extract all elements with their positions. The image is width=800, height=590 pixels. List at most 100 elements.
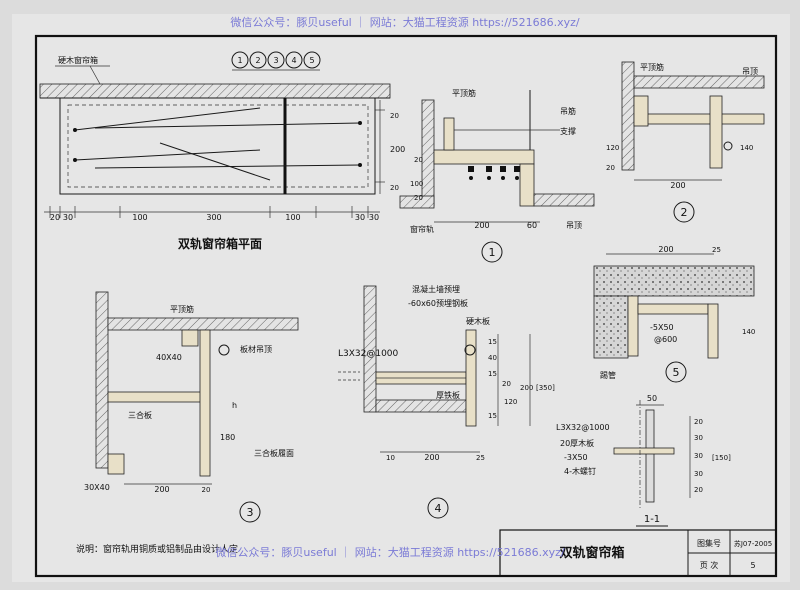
watermark-top: 微信公众号：豚贝useful ｜ 网站：大猫工程资源 https://52168… [230,15,580,29]
plan-ref-circle-4 [285,51,303,69]
d4-angle-label: L3X32@1000 [338,349,399,359]
s11-dim-1: 50 [647,394,657,403]
plan-dim-v-2: 200 [390,145,405,154]
d3-ceiling-label: 平顶筋 [170,304,194,314]
d4-dim-5: 40 [488,354,497,362]
d1-ceiling-label: 平顶筋 [452,88,476,98]
detail-4: 混凝土墙预埋 -60x60预埋钢板 L3X32@1000 硬木板 厚铁板 10 … [338,284,555,519]
plan-dim-h-5: 100 [285,213,300,222]
d4-number-circle [427,497,449,519]
plan-box-outline [59,97,376,195]
plan-ref-number-1: 1 [237,56,242,65]
d5-spacing-label: @600 [654,335,677,344]
title-block-title: 双轨窗帘箱 [559,545,624,561]
d5-dim-2: 25 [712,246,721,254]
d5-pipe-label: 踢管 [600,370,616,380]
d1-support-label: 支撑 [560,126,576,136]
page-value: 5 [750,561,755,570]
s11-dim-3: 30 [694,434,703,442]
paper [12,14,790,582]
d4-dim-1: 10 [386,454,395,462]
drawing-frame [34,34,778,578]
d3-number-circle [239,501,261,523]
d2-suspended-label: 吊顶 [742,67,758,76]
d5-dim-1: 200 [658,245,673,254]
plan-ceiling-hatch [39,83,391,99]
plan-ref-circle-2 [249,51,267,69]
d4-hardwood-label: 硬木板 [466,316,490,326]
d4-dim-11: 15 [488,412,497,420]
s11-number: 1-1 [644,514,660,525]
s11-angle-label: L3X32@1000 [556,423,610,432]
s11-dim-5: 30 [694,470,703,478]
d2-ceiling-label: 平顶筋 [640,62,664,72]
d1-number-circle [481,241,503,263]
d3-board-top-label: 板材吊顶 [240,344,272,354]
d2-dim-2: 120 [606,144,619,152]
plan-dim-v-3: 20 [390,184,399,192]
d1-dim-3: 20 [414,156,423,164]
atlas-value: 苏J07-2005 [734,539,772,548]
d4-dim-3: 25 [476,454,485,462]
plan-ref-circle-1 [231,51,249,69]
plan-dim-h-1: 20 [50,213,60,222]
s11-dim-2: 20 [694,418,703,426]
s11-flat-label: -3X50 [564,453,588,462]
plan-ref-number-2: 2 [255,56,260,65]
d5-dim-3: 140 [742,328,755,336]
s11-board-label: 20厚木板 [560,438,594,448]
d4-thick-board-label: 厚铁板 [436,390,460,400]
s11-dim-4: 30 [694,452,703,460]
d4-dim-2: 200 [424,453,439,462]
d3-corner-label: 30X40 [84,483,110,492]
d3-batten-label: 40X40 [156,353,182,362]
plan-box-label: 硬木窗帘箱 [58,55,98,65]
plan-view: 硬木窗帘箱 1 2 3 4 5 20 30 100 300 100 30 30 [39,51,405,251]
plan-dim-h-2: 30 [63,213,73,222]
design-note: 说明：窗帘轨用铜质或铝制品由设计人定 [76,543,238,555]
d4-number: 4 [435,502,442,515]
d5-number-circle [665,361,687,383]
page-label: 页 次 [700,560,719,570]
d4-dim-6: 15 [488,370,497,378]
d4-dim-7: 20 [502,380,511,388]
d3-dim-3: 180 [220,433,235,442]
detail-3: 平顶筋 40X40 板材吊顶 三合板 三合板履面 30X40 200 20 18… [84,291,299,523]
d4-dim-9: 200 [520,384,533,392]
d3-plywood-label: 三合板 [128,410,152,420]
detail-5: 200 25 140 -5X50 @600 踢管 5 [593,245,755,383]
d3-plywood-face-label: 三合板履面 [254,448,294,458]
atlas-label: 图集号 [697,538,721,548]
d3-dim-2: 20 [202,486,211,494]
plan-ref-circle-3 [267,51,285,69]
d1-dim-2: 60 [527,221,537,230]
s11-dim-7: [150] [712,454,731,462]
d4-steel-label: -60x60预埋钢板 [408,298,468,308]
d2-number: 2 [681,206,688,219]
d5-number: 5 [673,366,680,379]
plan-dim-h-7: 30 [369,213,379,222]
d1-dim-1: 200 [474,221,489,230]
d1-track-label: 窗帘轨 [410,224,434,234]
d4-dim-10: 120 [504,398,517,406]
detail-2: 平顶筋 吊顶 200 120 20 140 2 [606,61,765,223]
d4-dim-4: 15 [488,338,497,346]
title-block: 双轨窗帘箱 图集号 苏J07-2005 页 次 5 [499,529,777,577]
watermark-bottom: 微信公众号：豚贝useful ｜ 网站：大猫工程资源 https://52168… [215,545,565,559]
d5-plate-label: -5X50 [650,323,674,332]
d2-number-circle [673,201,695,223]
d3-dim-1: 200 [154,485,169,494]
s11-dim-6: 20 [694,486,703,494]
plan-ref-number-5: 5 [309,56,314,65]
plan-ref-number-3: 3 [273,56,278,65]
d4-dim-8: [350] [536,384,555,392]
plan-ref-circle-5 [303,51,321,69]
detail-1: 平顶筋 吊筋 支撑 窗帘轨 吊顶 200 60 20 100 20 1 [399,88,595,263]
section-1-1: 50 L3X32@1000 20厚木板 -3X50 4-木螺钉 20 30 30… [556,394,731,527]
s11-screws-label: 4-木螺钉 [564,466,596,476]
d1-dim-5: 20 [414,194,423,202]
d3-dim-4: h [232,401,237,410]
plan-dim-v-1: 20 [390,112,399,120]
d1-number: 1 [489,246,496,259]
